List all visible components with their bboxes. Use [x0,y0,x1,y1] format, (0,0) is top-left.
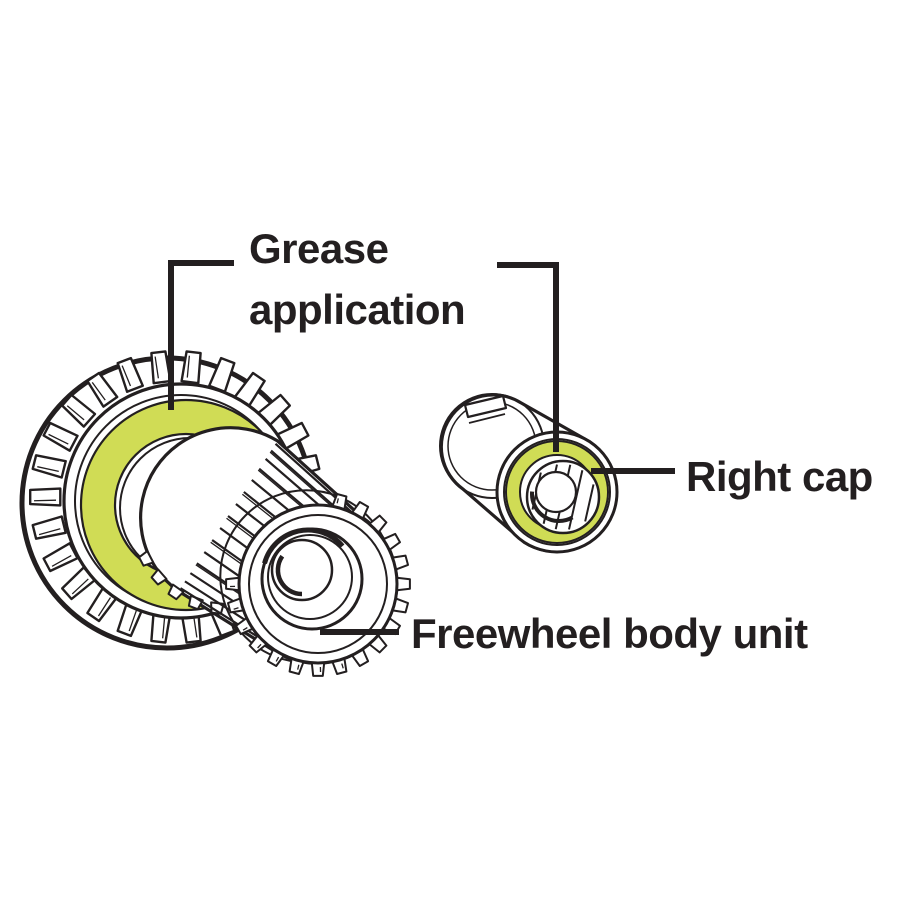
leader-grease-to-cap [497,262,559,452]
cap-notch [463,394,508,419]
gear-tooth [29,487,62,507]
gear-tooth [61,393,97,428]
drum-base-tooth [150,568,168,586]
gear-tooth [86,371,119,408]
right-cap-illustration [439,393,619,554]
gear-tooth-edge [161,616,166,639]
gear-tooth-edge [51,555,72,567]
gear-tooth-edge [66,405,85,421]
front-rim-tooth-edge [257,643,262,649]
spline-line [274,443,361,521]
gear-tooth-edge [71,578,89,595]
freewheel-body-unit-label: Freewheel body unit [411,610,808,657]
gear-tooth-edge [48,433,69,445]
freewheel-body-unit-illustration [19,350,411,677]
gear-tooth-edge [121,365,132,387]
gear-tooth-edge [192,615,198,638]
leader-grease-to-freewheel [168,260,234,410]
cap-deep-hole [534,470,578,514]
right-cap-label: Right cap [686,453,873,500]
bore-deep [270,538,334,602]
front-rim-tooth-edge [297,664,300,670]
front-rim-tooth-edge [233,607,239,610]
gear-tooth [116,356,145,393]
bore-shading-deep [275,554,303,597]
cap-deep-shading [530,491,574,523]
bore-shading-top [262,527,345,565]
gear-tooth-edge [154,356,160,379]
drum-base-tooth [138,550,155,567]
drum-base-tooth [167,583,185,601]
gear-tooth-edge [34,499,57,502]
gear-tooth [42,421,79,452]
cap-notch-line [468,413,506,424]
gear-tooth-edge [128,610,138,632]
front-rim-tooth [225,576,241,592]
gear-tooth [31,515,67,540]
front-rim-tooth-edge [336,498,339,504]
front-rim-tooth-edge [275,656,280,662]
front-rim-tooth [310,661,326,677]
cap-spline-line [584,484,595,522]
bore-line [267,534,353,620]
front-rim-tooth-edge [242,626,248,631]
gear-tooth [180,350,202,385]
gear-tooth-edge [186,355,191,378]
front-rim-tooth-edge [341,663,344,669]
front-rim-tooth [395,576,411,592]
gear-tooth [31,454,67,479]
front-face-line [248,514,388,654]
gear-tooth-edge [37,466,59,473]
gear-tooth-edge [91,381,106,401]
gear-tooth-edge [38,528,61,536]
leader-lines [168,260,675,635]
gear-tooth-edge [97,597,112,617]
grease-application-label: Grease application [249,225,466,333]
